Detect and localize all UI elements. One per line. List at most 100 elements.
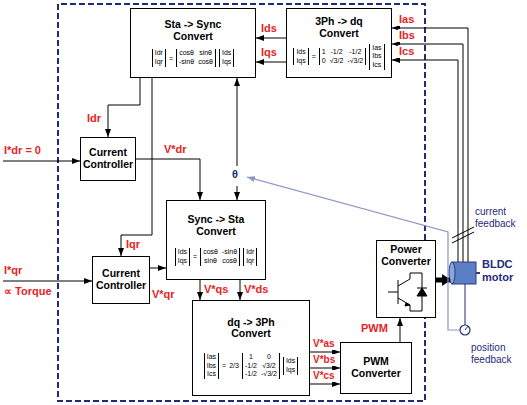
transform-block: 3Ph -> dq ConvertIdsIqs = 1 -1/2 -1/2 0 √3/2-√… — [286, 8, 392, 78]
signal-connector — [256, 38, 286, 39]
matrix-vector: IdsIqs — [219, 49, 234, 67]
matrix-entry: 2/3 — [229, 362, 239, 369]
angle-label: θ — [231, 168, 239, 181]
signal-connector — [310, 384, 340, 385]
signal-label: Ibs — [398, 29, 416, 42]
controller-block: Current Controller — [92, 256, 150, 304]
signal-label: Ics — [398, 45, 415, 58]
matrix-entry: Ics — [207, 370, 216, 379]
matrix-entry: Iqs — [296, 57, 305, 66]
block-title: Sta -> Sync Convert — [153, 19, 233, 42]
matrix-equation: IdsIqs = 1 -1/2 -1/2 0 √3/2-√3/2 IasIbsIcs — [293, 44, 384, 70]
power-converter-block: Power Converter — [376, 240, 436, 318]
matrix-equation: IdrIqr=cosθsinθ-sinθcosθIdsIqs — [152, 49, 235, 67]
matrix-entry: √3/2 — [330, 57, 344, 66]
current-feedback-wires — [392, 28, 474, 262]
matrix-entry: Ids — [222, 49, 231, 58]
matrix-vector: IasIbsIcs — [369, 44, 384, 70]
signal-connector — [310, 352, 340, 353]
encoder-shaft — [465, 284, 466, 325]
matrix-entry: sinθ — [199, 49, 212, 58]
controller-block: Current Controller — [80, 137, 136, 181]
matrix-entry: -1/2 — [349, 48, 361, 57]
signal-label: Ias — [398, 13, 415, 26]
matrix-grid: cosθsinθ-sinθcosθ — [176, 49, 216, 67]
matrix-entry: √3/2 — [262, 362, 276, 371]
signal-connector — [150, 268, 166, 269]
signal-connector — [108, 78, 140, 137]
matrix-entry: sinθ — [204, 257, 217, 266]
signal-connector — [400, 318, 401, 342]
signal-label: V*cs — [312, 370, 336, 382]
signal-label: Idr — [86, 112, 102, 125]
matrix-equation: IasIbsIcs=2/310-1/2√3/2-1/2-√3/2IdsIqs — [204, 353, 298, 379]
matrix-entry: = — [312, 53, 316, 60]
matrix-entry: -1/2 — [245, 362, 257, 371]
matrix-grid: 1 -1/2 -1/2 0 √3/2-√3/2 — [319, 48, 366, 66]
matrix-entry: Iqs — [222, 58, 231, 67]
matrix-entry: -√3/2 — [261, 370, 277, 379]
matrix-entry: 0 — [267, 353, 271, 362]
signal-label: Iqs — [260, 46, 278, 59]
signal-label: V*qr — [151, 288, 176, 301]
signal-label: PWM — [360, 322, 389, 335]
transform-block: Sync -> Sta ConvertIdsIqs=cosθ-sinθsinθc… — [166, 200, 266, 280]
matrix-entry: cosθ — [179, 49, 194, 58]
signal-connector — [310, 368, 340, 369]
matrix-entry: cosθ — [198, 58, 213, 67]
block-title: Current Controller — [83, 147, 133, 170]
signal-label: V*dr — [163, 143, 188, 156]
matrix-entry: Ids — [296, 48, 305, 57]
matrix-entry: -1/2 — [245, 370, 257, 379]
matrix-entry: -√3/2 — [347, 57, 363, 66]
matrix-entry: = — [222, 362, 226, 369]
reference-input-wire — [3, 281, 92, 282]
matrix-equation: IdsIqs=cosθ-sinθsinθcosθIdrIqr — [175, 248, 258, 266]
matrix-entry: Iqs — [286, 366, 295, 375]
block-title: Current Controller — [96, 268, 146, 291]
feedback-label: current feedback — [474, 206, 526, 229]
theta-wire — [237, 78, 238, 166]
signal-label: Ids — [260, 22, 278, 35]
matrix-entry: Iqs — [178, 257, 187, 266]
matrix-entry: Ibs — [207, 362, 216, 371]
reference-label: I*dr = 0 — [3, 144, 42, 157]
matrix-entry: 1 — [322, 48, 326, 57]
matrix-entry: -sinθ — [222, 248, 237, 257]
signal-connector — [200, 280, 201, 300]
matrix-vector: IdrIqr — [243, 248, 257, 266]
matrix-entry: -1/2 — [331, 48, 343, 57]
theta-wire — [237, 186, 238, 200]
block-title: Power Converter — [380, 244, 432, 267]
matrix-entry: Ibs — [372, 52, 381, 61]
igbt-symbol — [388, 273, 427, 311]
matrix-vector: IasIbsIcs — [204, 353, 219, 379]
block-title: 3Ph -> dq Convert — [299, 16, 379, 39]
matrix-grid: 1 0 -1/2 √3/2 -1/2 -√3/2 — [242, 353, 280, 379]
signal-connector — [136, 159, 200, 200]
matrix-vector: IdrIqr — [152, 49, 166, 67]
matrix-entry: Ics — [372, 61, 381, 70]
matrix-entry: Idr — [246, 248, 254, 257]
matrix-entry: Iqr — [155, 58, 163, 67]
transform-block: dq -> 3Ph ConvertIasIbsIcs=2/310-1/2√3/2… — [192, 300, 310, 396]
feedback-label: position feedback — [470, 342, 527, 365]
signal-label: Iqr — [125, 238, 141, 251]
matrix-entry: -sinθ — [179, 58, 194, 67]
matrix-entry: Iqr — [246, 257, 254, 266]
matrix-entry: 1 — [249, 353, 253, 362]
position-sensor-icon — [460, 325, 470, 335]
matrix-entry: Ids — [178, 248, 187, 257]
reference-label: ∝ Torque — [3, 285, 53, 298]
matrix-entry: 0 — [322, 57, 326, 66]
matrix-entry: Ias — [207, 353, 216, 362]
matrix-entry: cosθ — [222, 257, 237, 266]
controller-boundary — [58, 4, 425, 401]
matrix-entry: = — [193, 253, 197, 260]
bldc-motor-icon — [449, 262, 480, 284]
signal-label: V*qs — [203, 283, 229, 296]
matrix-vector: IdsIqs — [175, 248, 190, 266]
matrix-grid: cosθ-sinθsinθcosθ — [200, 248, 240, 266]
block-title: Sync -> Sta Convert — [176, 214, 256, 237]
matrix-entry: Ids — [286, 357, 295, 366]
